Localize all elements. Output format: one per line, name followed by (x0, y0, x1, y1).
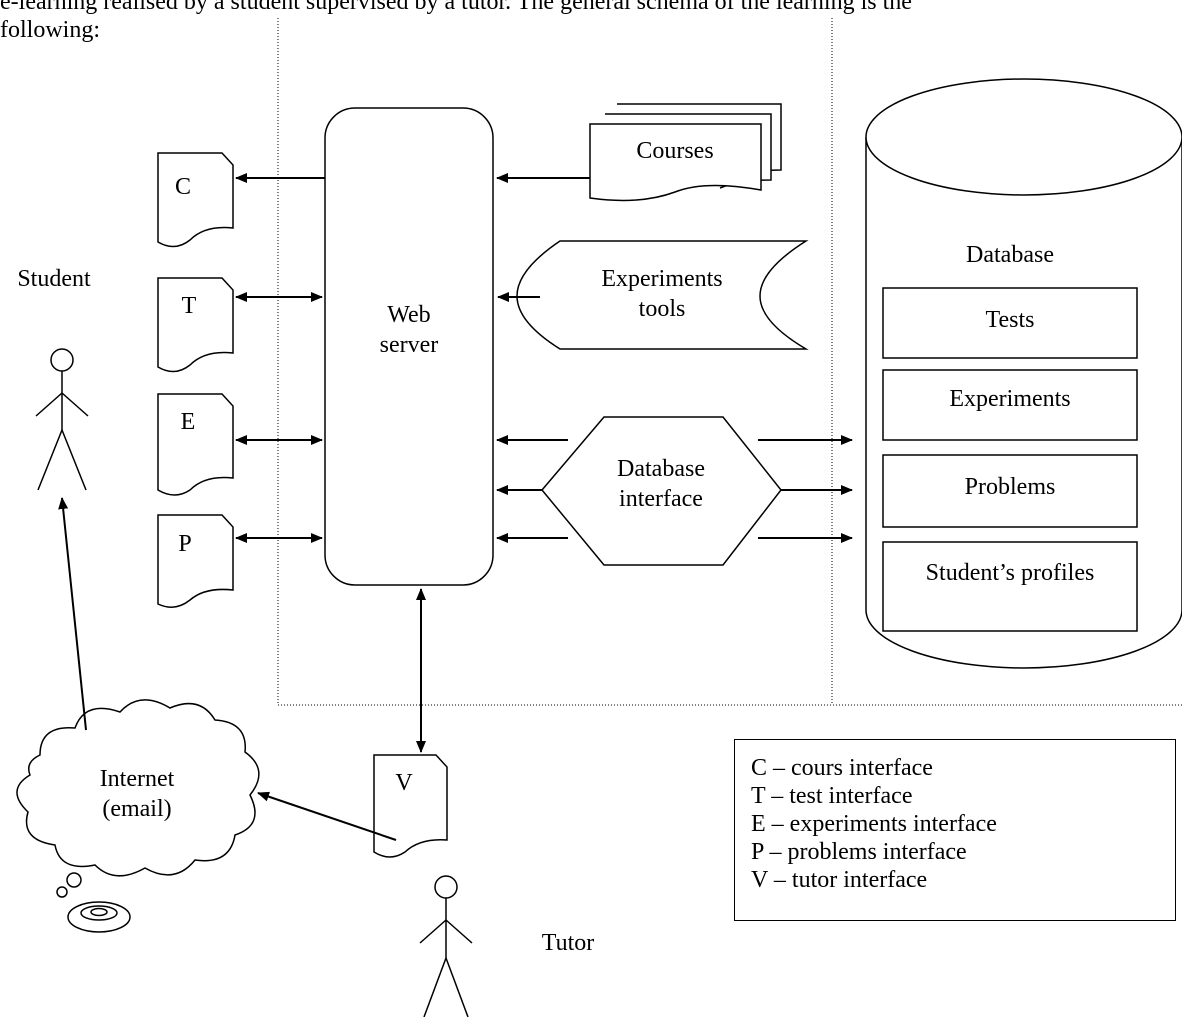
interface-e-document: E (157, 393, 234, 496)
interface-p-label: P (178, 531, 191, 557)
tutor-actor (419, 875, 473, 1017)
internet-cloud (16, 699, 260, 933)
courses-documents: Courses (589, 103, 782, 202)
tutor-label: Tutor (542, 930, 594, 956)
arrow-tutor-to-internet (257, 791, 397, 841)
student-label: Student (17, 266, 91, 292)
experiments-tools-label-line2: tools (639, 296, 686, 322)
interface-t-document: T (157, 277, 234, 373)
db-table-problems-box (882, 454, 1138, 528)
db-table-student-profiles: Student’s profiles (926, 560, 1095, 586)
intro-text: e-learning realised by a student supervi… (0, 0, 1182, 44)
web-server-label-line2: server (380, 332, 439, 358)
interface-t-label: T (182, 293, 197, 319)
system-boundary (277, 18, 1182, 706)
database-interface-hexagon: Database interface (541, 416, 782, 566)
web-server-box: Web server (324, 107, 494, 586)
db-table-tests: Tests (986, 307, 1035, 333)
intro-line-1: e-learning realised by a student supervi… (0, 0, 912, 15)
interface-arrows (235, 173, 853, 753)
internet-label-line2: (email) (102, 796, 171, 822)
experiments-tools-label-line1: Experiments (601, 266, 722, 292)
legend-item-t: T – test interface (751, 783, 913, 809)
legend: C – cours interface T – test interface E… (734, 739, 1176, 921)
legend-item-v: V – tutor interface (751, 867, 928, 893)
database-title: Database (966, 242, 1054, 268)
db-table-experiments: Experiments (949, 386, 1070, 412)
db-table-experiments-box (882, 369, 1138, 441)
courses-label: Courses (636, 138, 713, 164)
database-cylinder: Database Tests Experiments Problems Stud… (865, 78, 1182, 669)
db-table-problems: Problems (965, 474, 1056, 500)
intro-line-2: following: (0, 17, 100, 43)
legend-item-c: C – cours interface (751, 755, 933, 781)
db-table-tests-box (882, 287, 1138, 359)
arrow-internet-to-student (58, 497, 87, 731)
interface-e-label: E (181, 409, 196, 435)
legend-item-p: P – problems interface (751, 839, 967, 865)
interface-c-label: C (175, 174, 191, 200)
database-interface-label-line2: interface (619, 486, 703, 512)
student-actor (35, 348, 89, 491)
legend-item-e: E – experiments interface (751, 811, 997, 837)
internet-label-line1: Internet (100, 766, 175, 792)
communication-arrows (58, 497, 397, 841)
interface-c-document: C (157, 152, 234, 248)
db-table-student-profiles-box (882, 541, 1138, 632)
interface-p-document: P (157, 514, 234, 608)
interface-v-document: V (373, 754, 448, 858)
interface-v-label: V (395, 770, 413, 796)
web-server-label-line1: Web (387, 302, 430, 328)
experiments-tools-storage: Experiments tools (516, 240, 809, 350)
database-interface-label-line1: Database (617, 456, 705, 482)
